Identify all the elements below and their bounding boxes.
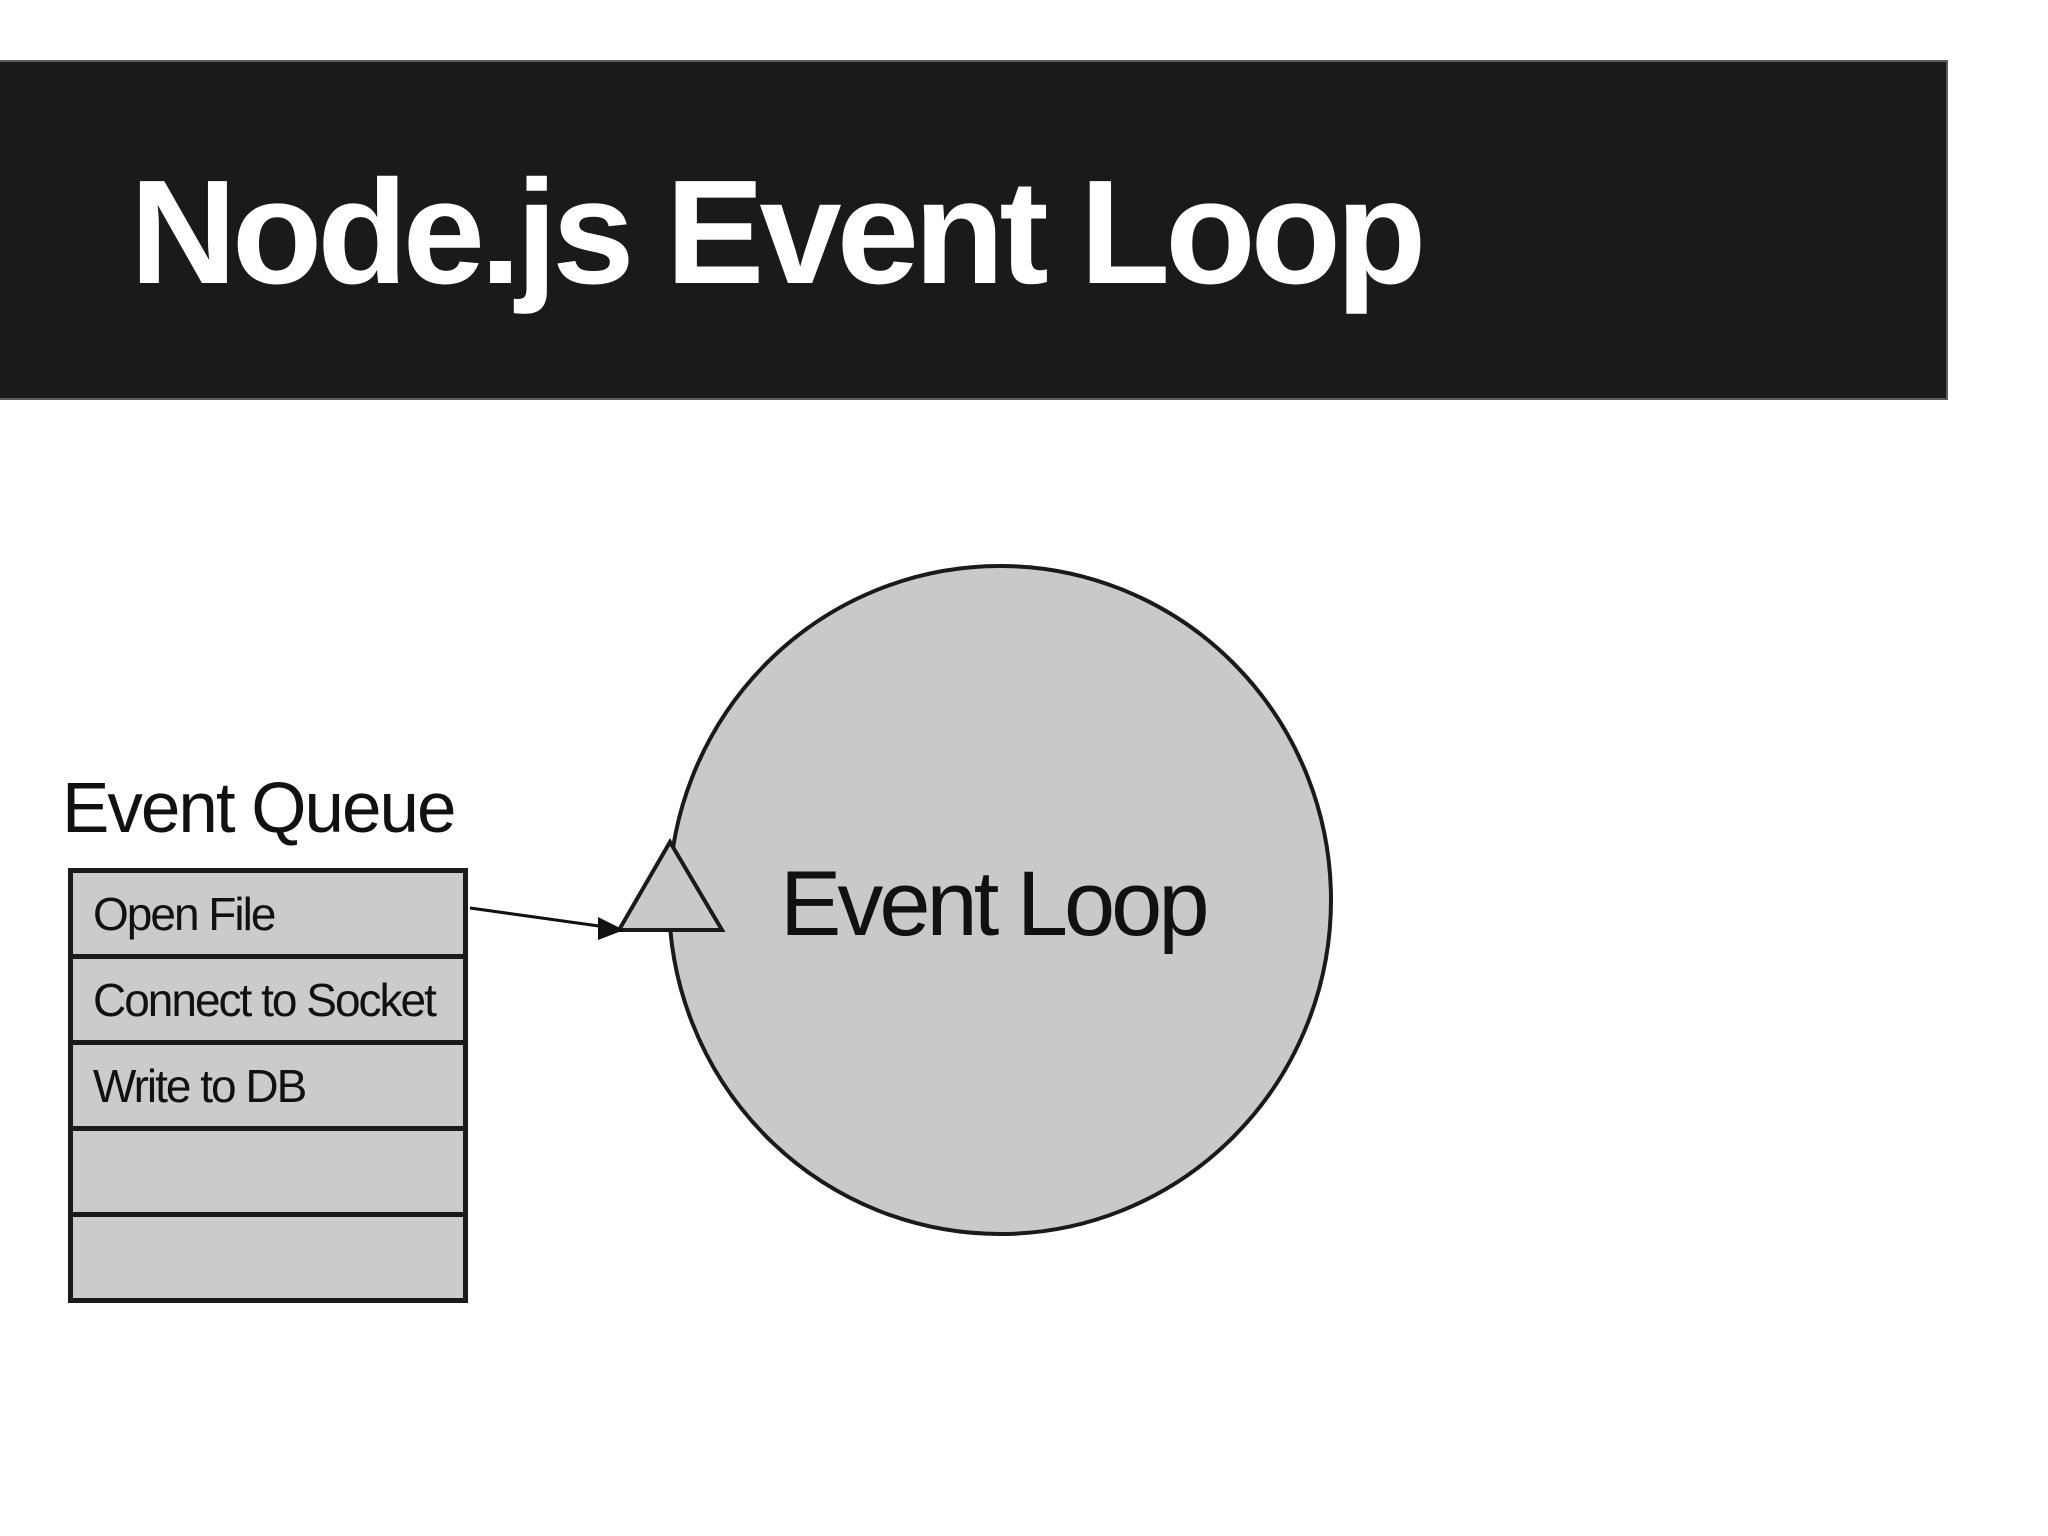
event-queue-heading: Event Queue xyxy=(62,769,456,848)
queue-row: Write to DB xyxy=(73,1040,463,1126)
event-queue-table: Open File Connect to Socket Write to DB xyxy=(68,868,468,1303)
title-band: Node.js Event Loop xyxy=(0,60,1948,400)
event-loop-label: Event Loop xyxy=(780,853,1209,955)
queue-row xyxy=(73,1212,463,1298)
queue-row: Connect to Socket xyxy=(73,954,463,1040)
circle-notch-triangle xyxy=(615,838,726,932)
queue-row: Open File xyxy=(73,873,463,954)
queue-row xyxy=(73,1126,463,1212)
queue-to-loop-connector-line xyxy=(469,906,607,929)
connector-arrowhead-icon xyxy=(598,917,624,940)
page-title: Node.js Event Loop xyxy=(130,150,1426,315)
